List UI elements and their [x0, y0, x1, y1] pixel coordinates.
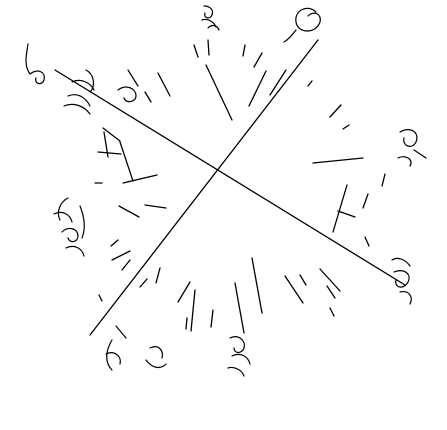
tick-mark [122, 260, 130, 270]
tick-mark [300, 275, 306, 285]
tick-mark [308, 81, 312, 86]
tick-mark [363, 194, 368, 208]
tick-mark [211, 310, 213, 327]
glyph-left-lower [62, 229, 84, 256]
tick-mark [158, 73, 170, 96]
tick-mark [140, 279, 147, 287]
glyph-top-left [26, 44, 44, 84]
tick-mark [382, 174, 385, 186]
tick-mark [365, 237, 369, 246]
tick-mark [191, 290, 195, 331]
glyph-top-right [284, 8, 320, 42]
glyph-left-middle [54, 198, 84, 238]
glyph-bottom-left [106, 326, 126, 370]
tick-mark [111, 240, 118, 246]
tick-mark [327, 286, 335, 298]
glyph-nw-cluster [64, 70, 94, 114]
tick-mark [330, 105, 341, 117]
tick-mark [254, 53, 262, 67]
glyph-bottom-center [146, 347, 166, 368]
diagonal-axis-nw-se [55, 70, 405, 285]
tick-mark [194, 45, 198, 57]
tick-mark [178, 282, 190, 302]
tick-mark [123, 175, 157, 183]
tick-mark [252, 258, 262, 313]
glyph-right-lower [392, 258, 411, 304]
tick-mark [99, 295, 102, 301]
diagonal-axis-ne-sw [90, 40, 318, 335]
tick-mark [156, 268, 160, 283]
tick-mark [313, 158, 363, 163]
tick-mark [330, 308, 334, 316]
tick-mark [145, 92, 151, 102]
tick-mark [338, 211, 355, 217]
tick-mark [235, 283, 244, 333]
glyph-right-upper [398, 130, 426, 166]
tick-mark [243, 45, 245, 56]
tick-mark [145, 205, 166, 208]
tick-mark [98, 152, 121, 154]
glyph-bottom-right [228, 337, 250, 376]
tick-mark [186, 318, 187, 329]
tick-mark [285, 276, 303, 303]
tick-mark [208, 40, 209, 55]
tick-mark [119, 206, 139, 217]
tick-marks [95, 40, 385, 333]
glyph-upper-left [118, 70, 138, 102]
tick-mark [320, 269, 340, 291]
tick-mark [343, 125, 349, 129]
tick-mark [249, 71, 266, 106]
glyph-top [202, 6, 219, 30]
tick-mark [206, 65, 232, 120]
tick-mark [120, 142, 133, 181]
tick-mark [333, 185, 347, 232]
tick-mark [112, 251, 130, 260]
perimeter-glyphs [26, 6, 426, 376]
